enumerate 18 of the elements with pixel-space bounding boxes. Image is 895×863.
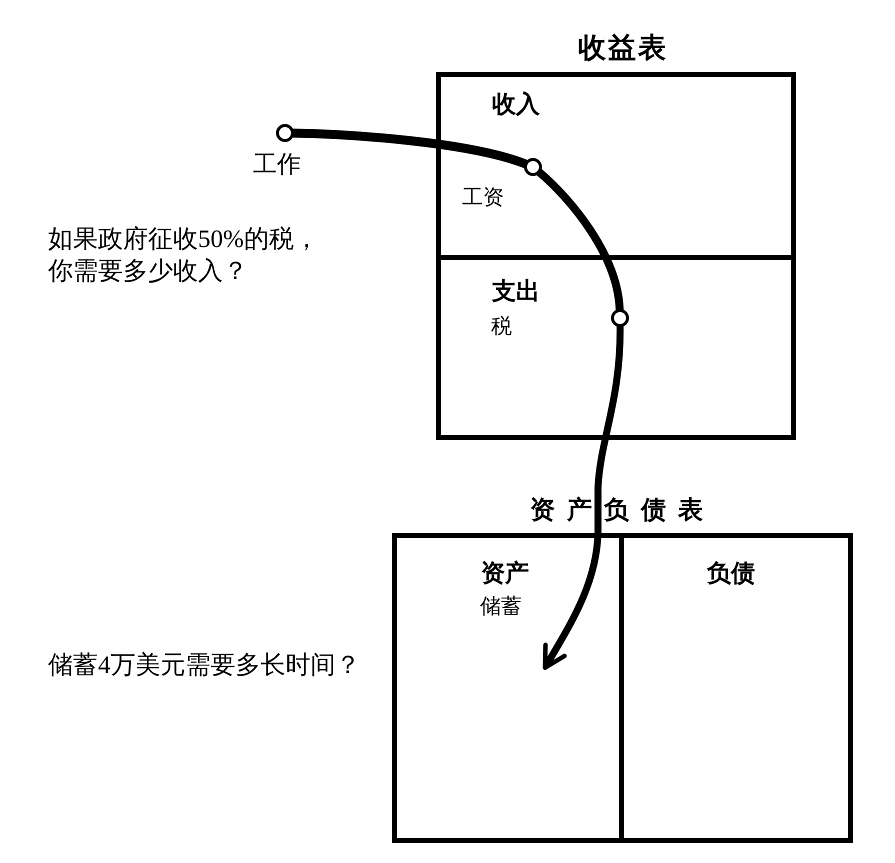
- section-heading: 资产: [481, 559, 529, 588]
- item-label: 工资: [462, 185, 504, 210]
- item-label: 税: [491, 314, 512, 340]
- circle-marker: [611, 309, 629, 327]
- section-heading: 支出: [492, 277, 540, 306]
- circle-marker: [524, 158, 542, 176]
- question-text: 如果政府征收50%的税，你需要多少收入？: [48, 224, 320, 287]
- section-heading: 收入: [492, 90, 540, 119]
- brush-stroke-arrow: [542, 326, 624, 670]
- circle-marker: [276, 124, 294, 142]
- node-label: 工作: [253, 151, 301, 180]
- section-heading: 负债: [707, 559, 755, 588]
- table-title: 资产负债表: [530, 494, 715, 526]
- brush-stroke-line: [536, 169, 624, 310]
- brush-stroke-line: [292, 128, 528, 168]
- question-text: 储蓄4万美元需要多长时间？: [48, 650, 360, 681]
- item-label: 储蓄: [480, 594, 522, 620]
- table-title: 收益表: [578, 30, 668, 66]
